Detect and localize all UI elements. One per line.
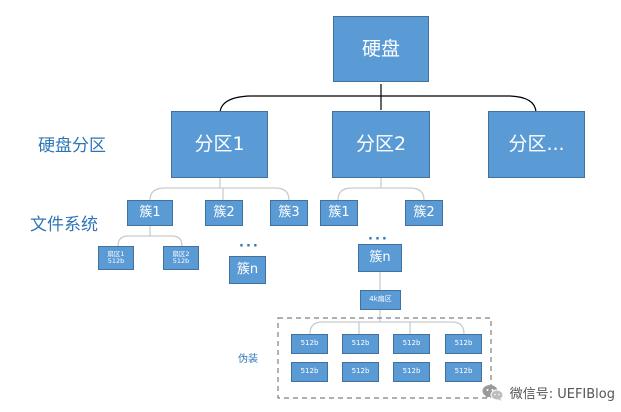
watermark: 微信号: UEFIBlog [482,383,615,402]
node-p1-cluster-n: 簇n [229,256,266,284]
node-sub-sector: 512b [445,334,482,354]
wechat-icon [482,384,504,402]
node-sub-sector: 512b [393,334,430,354]
node-sector-1: 扇区1 512b [98,246,134,270]
ellipsis-p2: ··· [368,232,389,247]
node-sub-sector: 512b [291,362,328,382]
node-p1-cluster-2: 簇2 [205,200,243,226]
label-file-system: 文件系统 [30,215,98,235]
connector-p1-branch [149,187,290,201]
node-sub-sector: 512b [342,334,379,354]
node-4k-sector: 4k扇区 [360,290,401,310]
node-p2-cluster-n: 簇n [358,244,402,272]
node-sub-sector: 512b [342,362,379,382]
connector-c1-branch [117,235,183,247]
connector-disk-branch [219,95,537,113]
node-p1-cluster-3: 簇3 [270,200,308,226]
node-disk: 硬盘 [333,16,429,82]
connector-p2-branch [337,187,425,201]
node-sub-sector: 512b [445,362,482,382]
watermark-text: 微信号: UEFIBlog [509,387,615,402]
node-sub-sector: 512b [291,334,328,354]
node-sector-2: 扇区2 512b [163,246,199,270]
ellipsis-p1: ··· [239,239,260,254]
node-p2-cluster-1: 簇1 [320,200,358,226]
node-p2-cluster-2: 簇2 [405,200,443,226]
pseudo-group-border [277,317,492,399]
node-sub-sector: 512b [393,362,430,382]
node-partition-1: 分区1 [171,111,268,178]
node-p1-cluster-1: 簇1 [127,200,173,226]
node-partition-more: 分区... [488,111,585,178]
node-partition-2: 分区2 [332,111,430,178]
label-pseudo: 伪装 [238,354,258,365]
label-disk-partition: 硬盘分区 [38,136,106,156]
connector-4k-branch [309,321,465,335]
